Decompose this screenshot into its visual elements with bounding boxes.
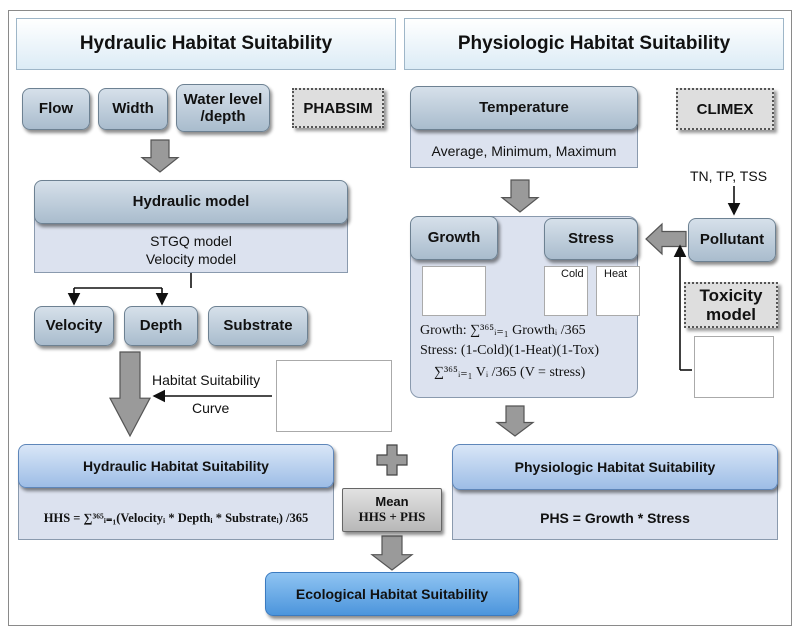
flow-label: Flow [38,100,74,118]
hydraulic-model-title: Hydraulic model [132,193,250,211]
velocity-box: Velocity [34,306,114,346]
velocity-label: Velocity [45,317,103,335]
outer-frame [8,10,792,626]
phabsim-label: PHABSIM [303,99,373,117]
header-hydraulic-label: Hydraulic Habitat Suitability [79,33,333,54]
habitat-suitability-label: Habitat Suitability [152,372,261,388]
mean-formula: HHS + PHS [358,509,426,524]
width-label: Width [112,100,154,118]
mean-box: Mean HHS + PHS [342,488,442,532]
heat-curve-plot [596,266,640,316]
phs-box: Physiologic Habitat Suitability [452,444,778,490]
cold-label: Cold [561,268,584,280]
substrate-box: Substrate [208,306,308,346]
ehs-title: Ecological Habitat Suitability [295,585,489,602]
growth-formula: Growth: ∑³⁶⁵ᵢ₌₁ Growthᵢ /365 [420,323,586,338]
stress-box: Stress [544,218,638,260]
stress-label: Stress [568,230,614,248]
curve-label: Curve [192,400,230,416]
substrate-label: Substrate [223,317,293,335]
growth-box: Growth [410,216,498,260]
climex-label: CLIMEX [696,100,754,118]
depth-label: Depth [139,317,183,335]
velocity-model-text: Velocity model [145,251,237,267]
width-box: Width [98,88,168,130]
water-level-label: Water level /depth [183,90,263,125]
arrow-mean-to-ehs [370,535,414,571]
hhs-formula: HHS = ∑³⁶⁵ᵢ₌₁(Velocityᵢ * Depthᵢ * Subst… [43,511,309,525]
growth-curve-plot [422,266,486,316]
flow-box: Flow [22,88,90,130]
water-level-box: Water level /depth [176,84,270,132]
climex-box: CLIMEX [676,88,774,130]
pollutant-inputs-label: TN, TP, TSS [690,168,768,184]
hhs-phs-plus [376,444,408,476]
hydraulic-model-box: Hydraulic model [34,180,348,224]
ehs-box: Ecological Habitat Suitability [265,572,519,616]
arrow-outputs-to-hhs [109,351,151,438]
header-physiologic: Physiologic Habitat Suitability [404,18,784,70]
suitability-curve-plot [276,360,392,432]
pollutant-box: Pollutant [688,218,776,262]
growth-label: Growth [427,229,481,247]
arrow-inputs-to-model [140,139,180,173]
temperature-box: Temperature [410,86,638,130]
temperature-stats: Average, Minimum, Maximum [431,143,617,159]
phabsim-box: PHABSIM [292,88,384,128]
stgq-model-text: STGQ model [150,233,232,249]
phs-formula: PHS = Growth * Stress [540,510,690,526]
arrow-temperature-to-growth [500,179,540,213]
stress-formula: Stress: (1-Cold)(1-Heat)(1-Tox) [420,343,600,358]
header-physiologic-label: Physiologic Habitat Suitability [457,33,731,54]
toxicity-curve-plot [694,336,774,398]
hhs-box: Hydraulic Habitat Suitability [18,444,334,488]
header-hydraulic: Hydraulic Habitat Suitability [16,18,396,70]
hhs-title: Hydraulic Habitat Suitability [83,457,269,474]
cold-curve-plot [544,266,588,316]
temperature-label: Temperature [479,99,569,117]
arrow-stress-to-phs [495,405,535,437]
v-formula: ∑³⁶⁵ᵢ₌₁ Vᵢ /365 (V = stress) [434,365,586,380]
toxicity-model-box: Toxicity model [684,282,778,328]
heat-label: Heat [604,268,628,280]
phs-title: Physiologic Habitat Suitability [514,458,716,475]
toxicity-model-label: Toxicity model [699,286,763,324]
depth-box: Depth [124,306,198,346]
mean-label: Mean [375,494,409,510]
pollutant-label: Pollutant [699,231,765,249]
